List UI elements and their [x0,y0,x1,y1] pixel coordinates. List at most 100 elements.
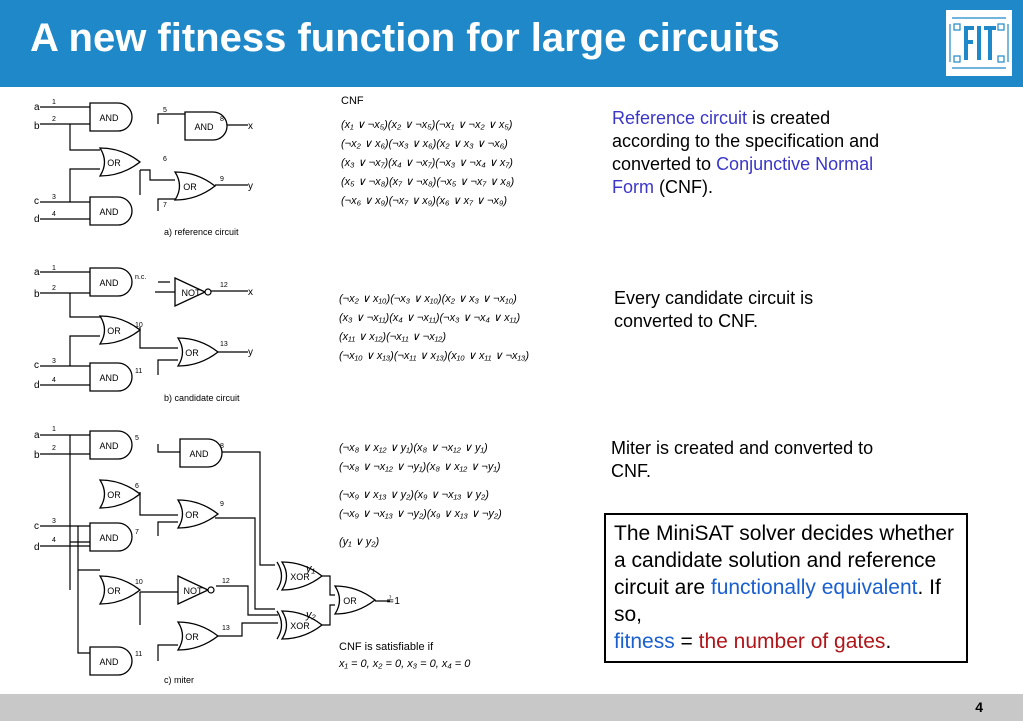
text-run: = [674,630,699,653]
output-label: x [248,121,253,132]
gate-label: OR [183,182,197,192]
input-label: a [34,430,40,441]
cnf-c-line: (y₁ ∨ y₂) [339,536,379,548]
wire-number: 13 [222,625,230,632]
wire-number: 3 [52,518,56,525]
wire-number: 1 [52,265,56,272]
wire-number: 11 [135,651,142,658]
caption-reference: a) reference circuit [164,227,239,237]
wire-number: 3 [52,358,56,365]
gate-label: AND [99,533,119,543]
gate-label: OR [107,586,121,596]
footer-bar: 4 [0,694,1023,721]
cnf-c-line: (¬x₉ ∨ x₁₃ ∨ y₂)(x₉ ∨ ¬x₁₃ ∨ y₂) [339,489,489,501]
wire-number: 10 [135,322,143,329]
term-reference-circuit: Reference circuit [612,108,748,128]
nc-label: n.c. [135,274,146,281]
cnf-c-line: (¬x₉ ∨ ¬x₁₃ ∨ ¬y₂)(x₉ ∨ x₁₃ ∨ ¬y₂) [339,508,502,520]
cnf-a-line: (¬x₆ ∨ x₉)(¬x₇ ∨ x₉)(x₆ ∨ x₇ ∨ ¬x₉) [341,195,507,207]
input-label: d [34,214,40,225]
cnf-a-line: (x₃ ∨ ¬x₇)(x₄ ∨ ¬x₇)(¬x₃ ∨ ¬x₄ ∨ x₇) [341,157,513,169]
wire-number: 10 [135,579,143,586]
input-label: b [34,289,40,300]
cnf-label: CNF [341,95,364,107]
gate-label: OR [343,596,357,606]
wire-number: 4 [52,537,56,544]
cnf-a-line: (x₅ ∨ ¬x₈)(x₇ ∨ ¬x₈)(¬x₅ ∨ ¬x₇ ∨ x₈) [341,176,515,188]
wire-number: 13 [220,341,228,348]
output-label: y [248,181,253,192]
title-bar: A new fitness function for large circuit… [0,0,1023,87]
input-label: a [34,102,40,113]
wire-number: 12 [222,578,230,585]
gate-label: AND [194,122,214,132]
input-label: a [34,267,40,278]
fit-logo [946,10,1012,76]
wire-number: 5 [163,107,167,114]
minisat-box: The MiniSAT solver decides whether a can… [604,513,968,663]
wire-number: 1 [52,426,56,433]
wire-number: 4 [52,211,56,218]
wire-number: 6 [135,483,139,490]
term-number-of-gates: the number of gates [698,630,886,653]
wire-number: 3 [52,194,56,201]
gate-label: OR [107,490,121,500]
gate-label: AND [99,441,119,451]
y2-label: y₂ [305,609,317,621]
caption-miter: c) miter [164,675,194,685]
cnf-a-line: (x₁ ∨ ¬x₅)(x₂ ∨ ¬x₅)(¬x₁ ∨ ¬x₂ ∨ x₅) [341,119,513,131]
slide-title: A new fitness function for large circuit… [30,16,780,60]
gate-label: OR [107,158,121,168]
gate-label: NOT [184,586,204,596]
gate-label: OR [185,510,199,520]
satisfiable-label: CNF is satisfiable if [339,641,434,653]
wire-number: 1 [52,99,56,106]
input-label: b [34,450,40,461]
output-label: x [248,287,253,298]
term-functionally-equivalent: functionally equivalent [710,576,918,599]
candidate-description: Every candidate circuit is converted to … [614,288,814,331]
text-run: . [885,630,892,653]
wire-number: 9 [220,176,224,183]
caption-candidate: b) candidate circuit [164,393,240,403]
term-cnf: Conjunctive Normal Form [612,154,874,197]
gate-label: AND [99,373,119,383]
gate-label: AND [99,278,119,288]
input-label: c [34,196,39,207]
gate-label: XOR [290,572,310,582]
wire-number: 2 [52,285,56,292]
wire-number: 12 [220,282,228,289]
gate-label: OR [107,326,121,336]
wire-number: 6 [163,156,167,163]
text-run: The MiniSAT solver decides whether a can… [614,522,955,599]
text-run: is created according to the specificatio… [612,108,880,174]
wire-number: 8 [220,116,224,123]
gate-label: OR [185,348,199,358]
cnf-b-line: (¬x₂ ∨ x₁₀)(¬x₃ ∨ x₁₀)(x₂ ∨ x₃ ∨ ¬x₁₀) [339,293,517,305]
miter-description: Miter is created and converted to CNF. [611,438,874,481]
gate-label: AND [189,449,209,459]
reference-description: Reference circuit is created according t… [612,107,902,199]
gate-label: XOR [290,621,310,631]
wire-number: 8 [220,443,224,450]
wire-number: 9 [220,501,224,508]
wire-number: 2 [52,445,56,452]
cnf-c-line: (¬x₈ ∨ x₁₂ ∨ y₁)(x₈ ∨ ¬x₁₂ ∨ y₁) [339,442,488,454]
term-fitness: fitness [614,630,675,653]
output-label: y [248,347,253,358]
input-label: b [34,121,40,132]
gate-label: NOT [182,288,202,298]
wire-number: 5 [135,435,139,442]
wire-number: 2 [52,116,56,123]
cnf-c-line: (¬x₈ ∨ ¬x₁₂ ∨ ¬y₁)(x₈ ∨ x₁₂ ∨ ¬y₁) [339,461,501,473]
circuit-figure: AND AND OR OR AND AND NOT OR OR AND AND … [34,95,529,685]
wire-number: 11 [135,368,142,375]
miter-output: ≟1 [386,595,400,607]
gate-label: AND [99,207,119,217]
wire-number: 7 [163,202,167,209]
cnf-b-line: (x₁₁ ∨ x₁₂)(¬x₁₁ ∨ ¬x₁₂) [339,331,446,343]
input-label: c [34,521,39,532]
input-label: c [34,360,39,371]
text-run: (CNF). [654,177,713,197]
input-label: d [34,542,40,553]
